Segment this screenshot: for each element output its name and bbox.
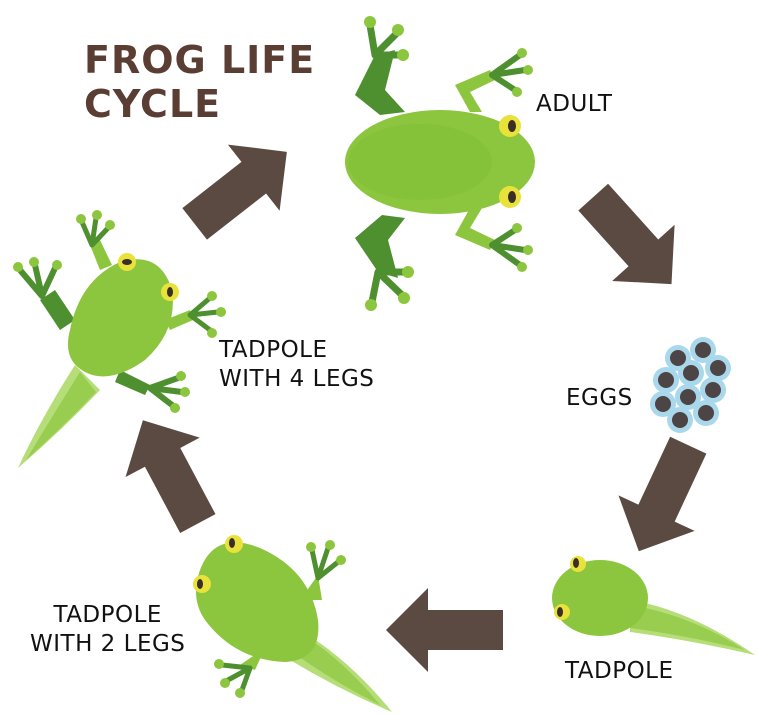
cycle-arrow-tadpole-to-tadpole-2-legs <box>386 588 503 672</box>
tadpole-with-2-legs-icon <box>193 535 392 712</box>
cycle-arrow-eggs-to-tadpole <box>601 427 727 569</box>
title-line-2: CYCLE <box>84 82 315 126</box>
label-tadpole-with-4-legs: TADPOLE WITH 4 LEGS <box>219 336 374 394</box>
label-eggs: EGGS <box>566 384 633 413</box>
label-adult: ADULT <box>536 90 612 119</box>
diagram-title: FROG LIFE CYCLE <box>84 38 315 126</box>
label-tadpole-with-2-legs: TADPOLE WITH 2 LEGS <box>30 601 185 659</box>
label-tadpole-with-2-legs-line-2: WITH 2 LEGS <box>30 630 185 659</box>
cycle-arrow-tadpole-4-legs-to-adult <box>169 119 313 257</box>
label-tadpole-with-4-legs-line-1: TADPOLE <box>219 336 374 365</box>
adult-frog-icon <box>345 16 535 311</box>
label-tadpole-with-2-legs-line-1: TADPOLE <box>30 601 185 630</box>
frog-eggs-icon <box>650 337 731 433</box>
tadpole-with-4-legs-icon <box>13 210 226 468</box>
label-tadpole: TADPOLE <box>565 657 674 686</box>
label-tadpole-with-4-legs-line-2: WITH 4 LEGS <box>219 365 374 394</box>
cycle-arrow-adult-to-eggs <box>562 169 703 312</box>
cycle-arrow-tadpole-2-legs-to-tadpole-4-legs <box>106 401 235 544</box>
title-line-1: FROG LIFE <box>84 38 315 82</box>
tadpole-icon <box>552 556 755 655</box>
